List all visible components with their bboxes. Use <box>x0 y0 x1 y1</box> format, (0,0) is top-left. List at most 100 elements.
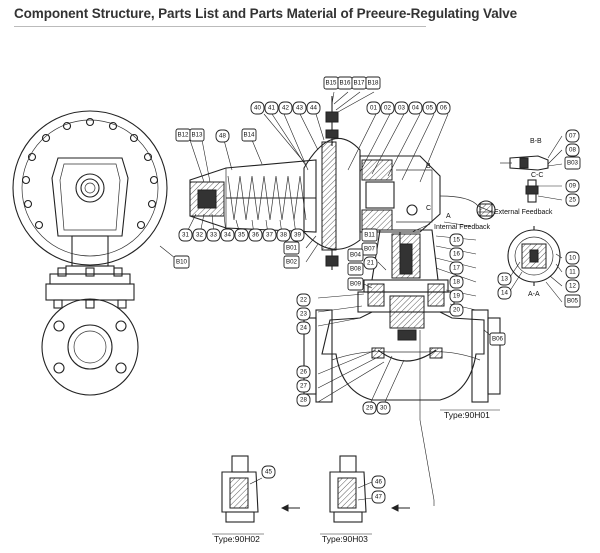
svg-text:45: 45 <box>265 469 272 476</box>
callout-b05: B05 <box>564 294 581 308</box>
svg-text:35: 35 <box>238 232 245 239</box>
callout-b07: B07 <box>361 242 378 256</box>
svg-text:04: 04 <box>412 105 419 112</box>
svg-text:20: 20 <box>453 307 460 314</box>
svg-text:B05: B05 <box>567 298 579 305</box>
type-90h02-label: Type:90H02 <box>212 533 264 544</box>
svg-text:B13: B13 <box>191 132 203 139</box>
type-90h02-view <box>221 455 263 523</box>
callout-35: 35 <box>234 228 249 242</box>
callout-12: 12 <box>565 279 580 293</box>
svg-text:36: 36 <box>252 232 259 239</box>
svg-text:30: 30 <box>380 405 387 412</box>
type-90h03-view <box>329 455 373 523</box>
section-c-marker: C <box>426 205 431 212</box>
callout-26: 26 <box>296 365 311 379</box>
section-b-marker: B <box>426 163 431 170</box>
svg-text:08: 08 <box>569 147 576 154</box>
type-90h03-label: Type:90H03 <box>320 533 372 544</box>
callout-24: 24 <box>296 321 311 335</box>
callout-04: 04 <box>408 101 423 115</box>
svg-text:24: 24 <box>300 325 307 332</box>
callout-22: 22 <box>296 293 311 307</box>
callout-38: 38 <box>276 228 291 242</box>
svg-text:16: 16 <box>453 251 460 258</box>
svg-text:Type:90H03: Type:90H03 <box>322 534 368 544</box>
callout-13: 13 <box>497 272 512 286</box>
svg-text:23: 23 <box>300 311 307 318</box>
callout-08: 08 <box>565 143 580 157</box>
leader-lines <box>159 91 563 405</box>
svg-text:07: 07 <box>569 133 576 140</box>
svg-text:29: 29 <box>366 405 373 412</box>
section-a-marker: A <box>446 213 451 220</box>
svg-text:18: 18 <box>453 279 460 286</box>
callout-b14: B14 <box>241 128 257 142</box>
callout-b04: B04 <box>347 248 364 262</box>
svg-text:31: 31 <box>182 232 189 239</box>
callout-27: 27 <box>296 379 311 393</box>
svg-text:15: 15 <box>453 237 460 244</box>
callout-40: 40 <box>250 101 265 115</box>
svg-text:B18: B18 <box>367 80 379 87</box>
svg-text:26: 26 <box>300 369 307 376</box>
callout-b03: B03 <box>564 156 581 170</box>
svg-text:Type:90H01: Type:90H01 <box>444 410 490 420</box>
internal-feedback-label: Internal Feedback <box>434 224 491 231</box>
callout-b13: B13 <box>189 128 205 142</box>
callout-42: 42 <box>278 101 293 115</box>
svg-text:19: 19 <box>453 293 460 300</box>
callout-44: 44 <box>306 101 321 115</box>
callout-17: 17 <box>449 261 464 275</box>
page-title: Component Structure, Parts List and Part… <box>14 6 518 21</box>
callout-b16: B16 <box>337 76 353 90</box>
callout-18: 18 <box>449 275 464 289</box>
callout-b01: B01 <box>283 241 300 255</box>
section-bb-label: B-B <box>530 138 542 145</box>
callout-36: 36 <box>248 228 263 242</box>
callout-31: 31 <box>178 228 193 242</box>
callout-b17: B17 <box>351 76 367 90</box>
callout-02: 02 <box>380 101 395 115</box>
section-cc-label: C-C <box>531 172 543 179</box>
svg-text:25: 25 <box>569 197 576 204</box>
callout-37: 37 <box>262 228 277 242</box>
svg-text:B11: B11 <box>364 232 375 239</box>
callout-03: 03 <box>394 101 409 115</box>
svg-text:22: 22 <box>300 297 307 304</box>
callout-b06: B06 <box>489 332 506 346</box>
svg-text:28: 28 <box>300 397 307 404</box>
callout-34: 34 <box>220 228 235 242</box>
callout-06: 06 <box>436 101 451 115</box>
detail-views <box>500 155 561 286</box>
svg-text:B01: B01 <box>286 245 298 252</box>
type-90h01-label: Type:90H01 <box>440 409 500 420</box>
svg-text:32: 32 <box>196 232 203 239</box>
svg-text:44: 44 <box>310 105 317 112</box>
callout-b02: B02 <box>283 255 300 269</box>
callout-28: 28 <box>296 393 311 407</box>
callout-19: 19 <box>449 289 464 303</box>
svg-text:38: 38 <box>280 232 287 239</box>
callout-39: 39 <box>290 228 305 242</box>
svg-text:39: 39 <box>294 232 301 239</box>
callout-16: 16 <box>449 247 464 261</box>
callout-46: 46 <box>371 475 386 489</box>
callout-20: 20 <box>449 303 464 317</box>
callout-30: 30 <box>376 401 391 415</box>
svg-text:B14: B14 <box>243 132 255 139</box>
callout-21: 21 <box>363 256 378 270</box>
callout-43: 43 <box>292 101 307 115</box>
svg-text:17: 17 <box>453 265 460 272</box>
callout-32: 32 <box>192 228 207 242</box>
callout-01: 01 <box>366 101 381 115</box>
svg-text:B10: B10 <box>176 259 188 266</box>
svg-text:41: 41 <box>268 105 275 112</box>
external-feedback-label: External Feedback <box>494 209 553 216</box>
svg-text:02: 02 <box>384 105 391 112</box>
section-aa-label: A-A <box>528 291 540 298</box>
svg-text:B06: B06 <box>492 336 504 343</box>
svg-text:09: 09 <box>569 183 576 190</box>
callout-47: 47 <box>371 490 386 504</box>
svg-text:21: 21 <box>367 260 374 267</box>
